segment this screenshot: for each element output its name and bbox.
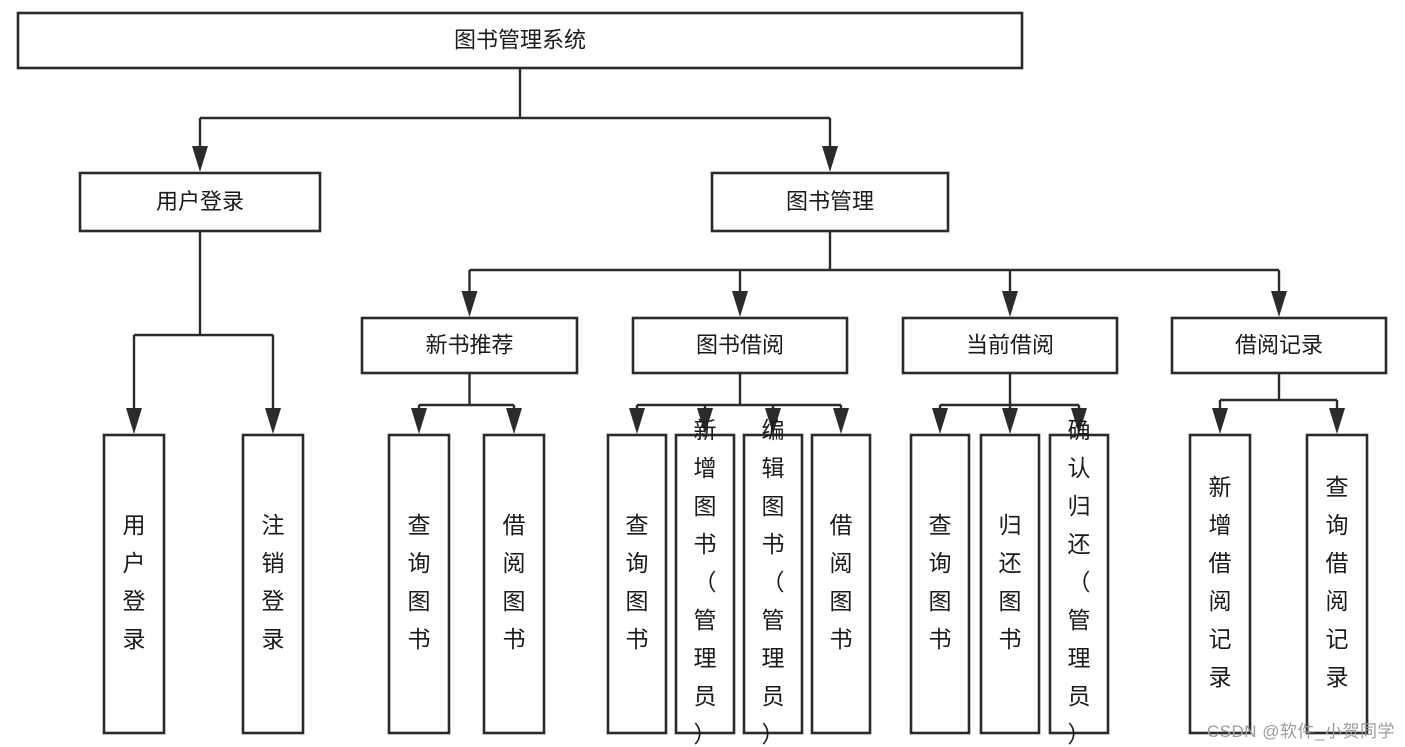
- arrow-head-icon: [1271, 291, 1287, 317]
- arrow-head-icon: [192, 146, 208, 172]
- node-label: 注销登录: [262, 512, 285, 652]
- node-box[interactable]: [631, 316, 849, 375]
- node-box[interactable]: [387, 433, 451, 735]
- node-box[interactable]: [241, 433, 305, 735]
- node-root[interactable]: 图书管理系统: [16, 11, 1024, 70]
- node-book-manage[interactable]: 图书管理: [710, 171, 950, 233]
- node-box[interactable]: [742, 433, 804, 735]
- arrow-head-icon: [461, 291, 478, 317]
- connector-group-book_manage: [461, 231, 1287, 317]
- node-label: 查询图书: [408, 512, 431, 652]
- arrow-head-icon: [932, 408, 948, 434]
- connector-group-new_book_rec: [411, 373, 522, 434]
- node-label: 新书推荐: [425, 332, 513, 357]
- connector-group-user_login: [126, 231, 281, 434]
- arrow-head-icon: [506, 408, 522, 434]
- node-new-book-rec[interactable]: 新书推荐: [360, 316, 579, 375]
- arrow-head-icon: [265, 408, 281, 434]
- arrow-head-icon: [126, 408, 142, 434]
- connector-group-borrow_record: [1212, 373, 1345, 434]
- node-borrow-record[interactable]: 借阅记录: [1170, 316, 1388, 375]
- node-user-login[interactable]: 用户登录: [78, 171, 322, 233]
- node-box[interactable]: [102, 433, 166, 735]
- node-box[interactable]: [360, 316, 579, 375]
- node-label: 图书管理: [786, 189, 874, 214]
- node-box[interactable]: [482, 433, 546, 735]
- node-box[interactable]: [78, 171, 322, 233]
- nodes-layer: 图书管理系统用户登录图书管理新书推荐图书借阅当前借阅借阅记录用户登录注销登录查询…: [16, 11, 1388, 747]
- node-label: 查询图书: [929, 512, 952, 652]
- connector-group-book_borrow: [629, 373, 849, 434]
- connector-group-root: [192, 68, 838, 172]
- node-box[interactable]: [16, 11, 1024, 70]
- node-box[interactable]: [909, 433, 971, 735]
- node-label: 查询借阅记录: [1326, 474, 1349, 690]
- arrow-head-icon: [697, 408, 713, 434]
- node-leaf-return-book[interactable]: 归还图书: [979, 433, 1041, 735]
- node-label: 用户登录: [156, 189, 244, 214]
- arrow-head-icon: [732, 291, 748, 317]
- node-leaf-edit-book[interactable]: 编辑图书（管理员）: [742, 417, 804, 747]
- node-leaf-query-book-b[interactable]: 查询图书: [606, 433, 668, 735]
- node-box[interactable]: [1305, 433, 1369, 735]
- node-leaf-borrow-book-a[interactable]: 借阅图书: [482, 433, 546, 735]
- node-label: 新增借阅记录: [1209, 474, 1232, 690]
- node-box[interactable]: [674, 433, 736, 735]
- node-label: 用户登录: [123, 512, 146, 652]
- arrow-head-icon: [1002, 291, 1018, 317]
- node-label: 图书借阅: [696, 332, 784, 357]
- node-label: 图书管理系统: [454, 27, 586, 52]
- node-current-borrow[interactable]: 当前借阅: [901, 316, 1119, 375]
- node-leaf-borrow-book-b[interactable]: 借阅图书: [810, 433, 872, 735]
- node-leaf-add-book[interactable]: 新增图书（管理员）: [674, 417, 736, 747]
- node-label: 归还图书: [999, 512, 1022, 652]
- node-label: 查询图书: [626, 512, 649, 652]
- node-box[interactable]: [1048, 433, 1110, 735]
- arrow-head-icon: [1071, 408, 1087, 434]
- node-label: 确认归还（管理员）: [1068, 417, 1091, 747]
- node-leaf-add-record[interactable]: 新增借阅记录: [1188, 433, 1252, 735]
- arrow-head-icon: [1329, 408, 1345, 434]
- arrow-head-icon: [822, 146, 838, 172]
- node-leaf-confirm-return[interactable]: 确认归还（管理员）: [1048, 417, 1110, 747]
- node-box[interactable]: [810, 433, 872, 735]
- node-label: 新增图书（管理员）: [694, 417, 717, 747]
- watermark-label: CSDN @软件_小贺同学: [1206, 722, 1395, 741]
- node-box[interactable]: [710, 171, 950, 233]
- node-box[interactable]: [1188, 433, 1252, 735]
- node-label: 借阅记录: [1235, 332, 1323, 357]
- node-box[interactable]: [606, 433, 668, 735]
- connector-group-current_borrow: [932, 373, 1087, 434]
- node-box[interactable]: [1170, 316, 1388, 375]
- node-label: 编辑图书（管理员）: [762, 417, 785, 747]
- node-leaf-query-record[interactable]: 查询借阅记录: [1305, 433, 1369, 735]
- node-box[interactable]: [979, 433, 1041, 735]
- arrow-head-icon: [629, 408, 645, 434]
- arrow-head-icon: [1212, 408, 1228, 434]
- node-book-borrow[interactable]: 图书借阅: [631, 316, 849, 375]
- node-label: 借阅图书: [830, 512, 853, 652]
- node-leaf-user-login[interactable]: 用户登录: [102, 433, 166, 735]
- node-box[interactable]: [901, 316, 1119, 375]
- node-label: 借阅图书: [503, 512, 526, 652]
- node-leaf-logout[interactable]: 注销登录: [241, 433, 305, 735]
- arrow-head-icon: [765, 408, 781, 434]
- arrow-head-icon: [411, 408, 427, 434]
- arrow-head-icon: [1002, 408, 1018, 434]
- node-leaf-query-book-a[interactable]: 查询图书: [387, 433, 451, 735]
- arrow-head-icon: [833, 408, 849, 434]
- node-label: 当前借阅: [966, 332, 1054, 357]
- connectors-layer: [126, 68, 1345, 434]
- node-leaf-query-book-c[interactable]: 查询图书: [909, 433, 971, 735]
